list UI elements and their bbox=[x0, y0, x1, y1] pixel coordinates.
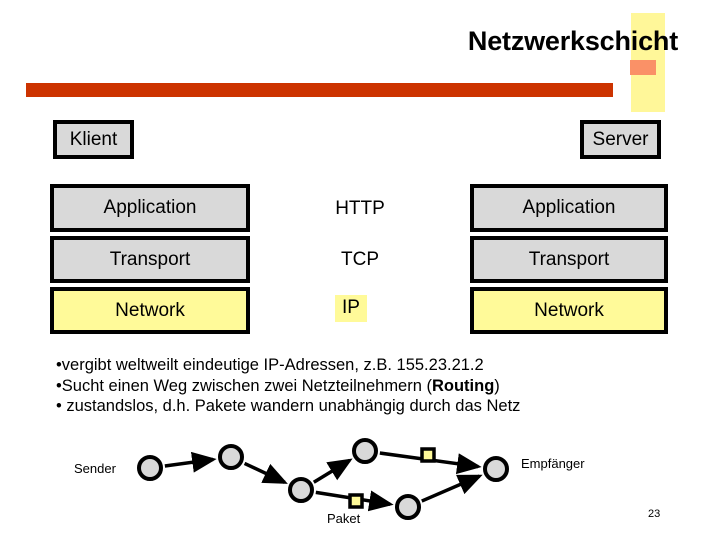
diagram-router-node-1 bbox=[218, 444, 244, 470]
server-layer-network: Network bbox=[470, 287, 668, 334]
packet-label: Paket bbox=[327, 511, 361, 526]
diagram-packet-upper bbox=[420, 447, 436, 463]
client-layer-transport: Transport bbox=[50, 236, 250, 283]
bullet-marker-2: • bbox=[56, 376, 62, 395]
bullet-text-2-after: ) bbox=[494, 376, 500, 395]
bullet-text-1: vergibt weltweilt eindeutige IP-Adressen… bbox=[61, 356, 484, 374]
protocol-label-http: HTTP bbox=[335, 198, 385, 219]
server-layer-transport-label: Transport bbox=[528, 248, 610, 270]
client-layer-network-label: Network bbox=[115, 299, 185, 321]
diagram-router-node-3 bbox=[352, 438, 378, 464]
network-routing-diagram bbox=[137, 438, 509, 520]
bullet-item-2: •Sucht einen Weg zwischen zwei Netzteiln… bbox=[56, 376, 676, 397]
client-label-box: Klient bbox=[53, 120, 134, 159]
protocol-label-ip: IP bbox=[335, 295, 367, 322]
page-number: 23 bbox=[648, 508, 661, 520]
diagram-router-node-2 bbox=[288, 477, 314, 503]
diagram-packet-group bbox=[348, 447, 436, 509]
bullet-text-2-bold: Routing bbox=[431, 376, 495, 395]
server-layer-application: Application bbox=[470, 184, 668, 232]
server-layer-application-label: Application bbox=[522, 197, 616, 218]
diagram-receiver-node bbox=[483, 456, 509, 482]
diagram-link-router-node-4-to-receiver-node bbox=[421, 474, 483, 503]
bullet-text-2: Sucht einen Weg zwischen zwei Netzteilne… bbox=[61, 376, 432, 395]
diagram-packet-lower bbox=[348, 493, 364, 509]
bullet-marker-1: • bbox=[56, 356, 62, 374]
diagram-link-router-node-2-to-router-node-3 bbox=[312, 458, 353, 484]
client-layer-network: Network bbox=[50, 287, 250, 334]
client-layer-application: Application bbox=[50, 184, 250, 232]
protocol-label-tcp: TCP bbox=[341, 249, 379, 270]
client-label-text: Klient bbox=[69, 128, 118, 150]
server-label-box: Server bbox=[580, 120, 661, 159]
diagram-link-router-node-1-to-router-node-2 bbox=[243, 461, 288, 484]
diagram-router-node-4 bbox=[395, 494, 421, 520]
bullet-item-1: •vergibt weltweilt eindeutige IP-Adresse… bbox=[56, 355, 676, 376]
server-layer-network-label: Network bbox=[534, 299, 604, 321]
diagram-node-group bbox=[137, 438, 509, 520]
receiver-label: Empfänger bbox=[521, 456, 585, 471]
diagram-sender-node bbox=[137, 455, 163, 481]
server-label-text: Server bbox=[592, 128, 649, 150]
title-underline-red-bar bbox=[26, 83, 613, 97]
sender-label: Sender bbox=[74, 461, 116, 476]
bullet-text-3: zustandslos, d.h. Pakete wandern unabhän… bbox=[61, 397, 521, 415]
client-layer-transport-label: Transport bbox=[109, 248, 191, 270]
diagram-link-sender-node-to-router-node-1 bbox=[164, 451, 217, 473]
title-decoration-orange-block bbox=[630, 60, 656, 75]
bullet-list: •vergibt weltweilt eindeutige IP-Adresse… bbox=[56, 355, 676, 417]
server-layer-transport: Transport bbox=[470, 236, 668, 283]
client-layer-application-label: Application bbox=[103, 197, 197, 218]
bullet-item-3: • zustandslos, d.h. Pakete wandern unabh… bbox=[56, 396, 676, 417]
page-title: Netzwerkschicht bbox=[467, 26, 678, 56]
bullet-marker-3: • bbox=[56, 397, 62, 415]
